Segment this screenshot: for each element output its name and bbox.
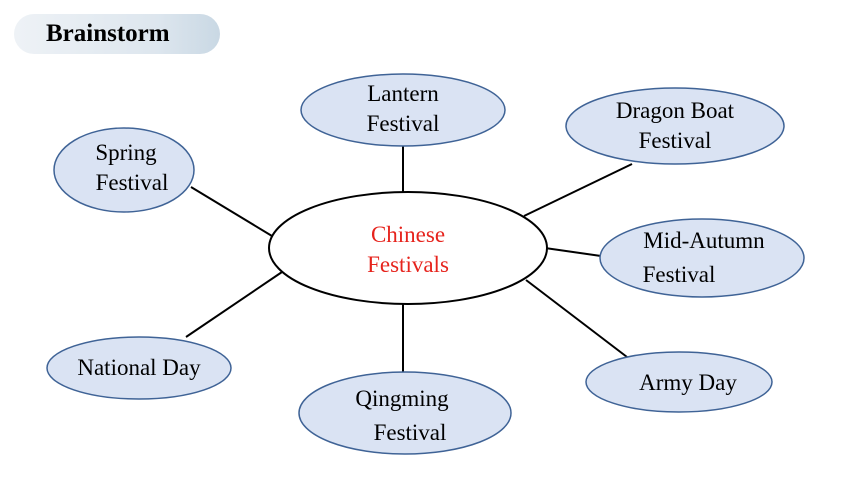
node-national-day-ellipse (46, 336, 232, 400)
connector-spring (190, 186, 273, 237)
node-lantern: Lantern Festival (300, 73, 506, 147)
node-qingming-ellipse (298, 371, 512, 455)
node-qingming-line1: Qingming (355, 386, 449, 411)
node-dragon-boat-line1: Dragon Boat (616, 98, 735, 123)
node-national-day: National Day (46, 336, 232, 400)
node-qingming-line2: Festival (374, 420, 447, 445)
node-mid-autumn-ellipse (599, 218, 805, 298)
node-army-day-ellipse (585, 351, 773, 413)
connector-national-day (185, 271, 283, 338)
node-mid-autumn: Mid-Autumn Festival (599, 218, 805, 298)
node-army-day: Army Day (585, 351, 773, 413)
node-dragon-boat-ellipse (565, 87, 785, 165)
title-banner: Brainstorm (14, 14, 220, 54)
node-lantern-line1: Lantern (367, 81, 439, 106)
center-ellipse (268, 191, 548, 305)
center-node: Chinese Festivals (268, 191, 548, 305)
node-spring: Spring Festival (53, 127, 195, 213)
node-dragon-boat: Dragon Boat Festival (565, 87, 785, 165)
node-lantern-ellipse (300, 73, 506, 147)
connector-lines (185, 145, 633, 373)
connector-dragon-boat (523, 163, 633, 217)
page-title: Brainstorm (46, 20, 170, 47)
connector-mid-autumn (544, 247, 602, 257)
node-spring-line2: Festival (96, 170, 169, 195)
center-label-line2: Festivals (367, 252, 449, 277)
node-dragon-boat-line2: Festival (639, 128, 712, 153)
node-army-day-line1: Army Day (639, 370, 737, 395)
node-spring-ellipse (53, 127, 195, 213)
node-mid-autumn-line1: Mid-Autumn (643, 228, 765, 253)
node-national-day-line1: National Day (77, 355, 201, 380)
node-qingming: Qingming Festival (298, 371, 512, 455)
connector-army-day (525, 279, 628, 358)
node-spring-line1: Spring (95, 140, 157, 165)
node-lantern-line2: Festival (367, 111, 440, 136)
center-label-line1: Chinese (371, 222, 445, 247)
node-mid-autumn-line2: Festival (643, 262, 716, 287)
